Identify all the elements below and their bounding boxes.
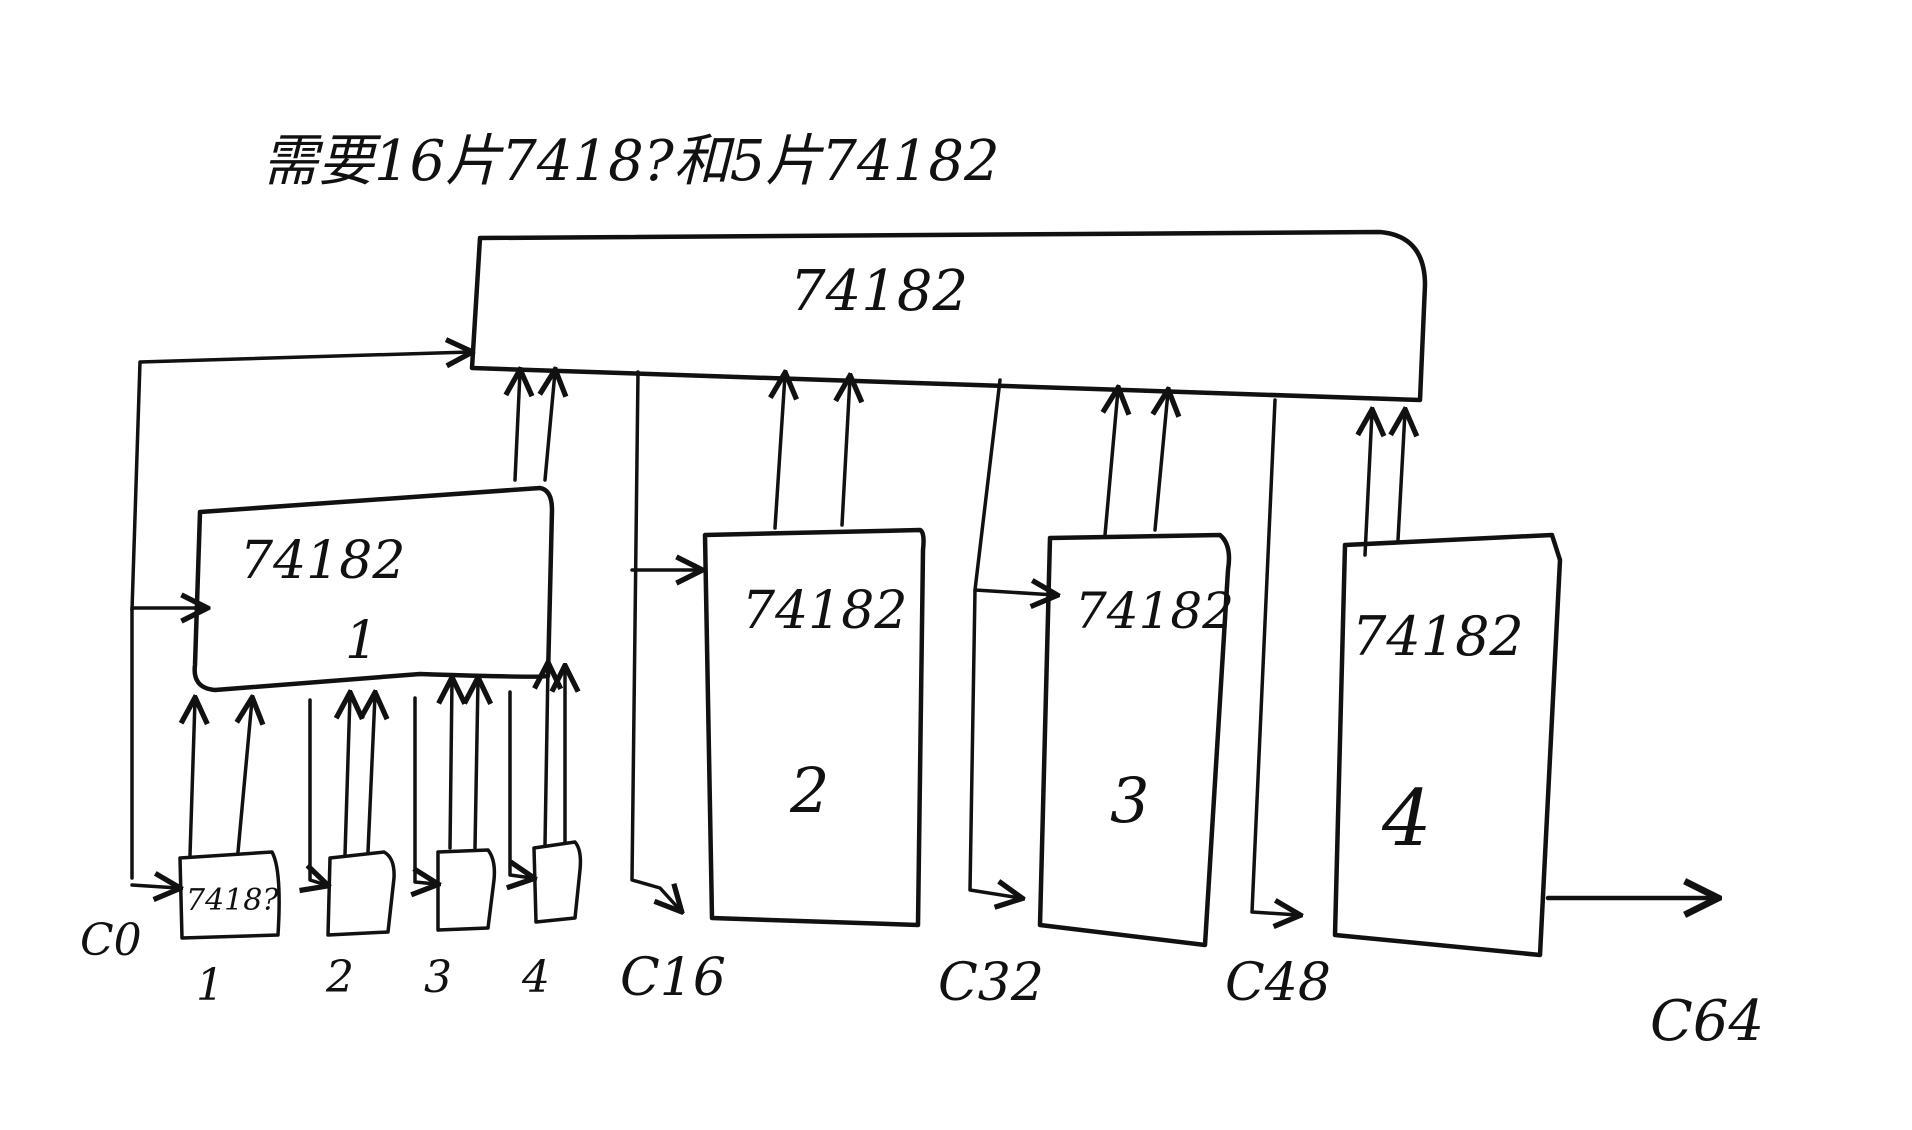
small-chip-1-label: 7418? [186, 883, 279, 918]
top-74182-chip [469, 229, 1428, 403]
c64-label: C64 [1650, 989, 1764, 1054]
group-chip-4 [1332, 532, 1563, 958]
c16-label: C16 [620, 948, 726, 1008]
small-chip-2 [326, 850, 396, 937]
group-chip-3-number: 3 [1110, 764, 1149, 837]
group-chip-2-number: 2 [789, 754, 829, 827]
group1-to-top-arrows [515, 372, 555, 482]
group-chip-2 [702, 527, 926, 928]
group-chip-1 [192, 485, 555, 693]
group-chip-1-label: 74182 [240, 531, 405, 591]
small-chip-4-number: 4 [521, 952, 550, 1003]
group1-carry-lines [310, 690, 532, 885]
small-chip-3-number: 3 [424, 952, 452, 1003]
c0-feed-lines [130, 352, 470, 888]
small-chip-1-number: 1 [196, 960, 224, 1011]
group-chip-2-label: 74182 [742, 581, 907, 641]
group3-to-top-arrows [1105, 390, 1168, 537]
group-chip-3 [1037, 532, 1232, 948]
group2-to-top-arrows [775, 375, 850, 530]
c0-label: C0 [80, 915, 142, 966]
small-chip-4 [532, 840, 583, 924]
group-chip-3-label: 74182 [1075, 582, 1234, 640]
group-chip-1-number: 1 [345, 611, 378, 671]
c32-label: C32 [938, 953, 1044, 1013]
top-chip-label: 74182 [790, 259, 968, 324]
diagram-title: 需要16片7418?和5片74182 [262, 129, 1000, 194]
small-chip-2-number: 2 [325, 952, 354, 1003]
group-chip-4-number: 4 [1381, 774, 1432, 864]
group-chip-4-label: 74182 [1352, 605, 1524, 668]
c48-line [1250, 398, 1298, 915]
c32-line [968, 378, 1055, 898]
small-chip-1 [178, 850, 281, 940]
small-chip-3 [436, 848, 497, 932]
small-to-group1-arrows [190, 665, 565, 857]
group4-to-top-arrows [1365, 412, 1405, 557]
c16-line [630, 370, 700, 910]
c48-label: C48 [1225, 953, 1331, 1013]
